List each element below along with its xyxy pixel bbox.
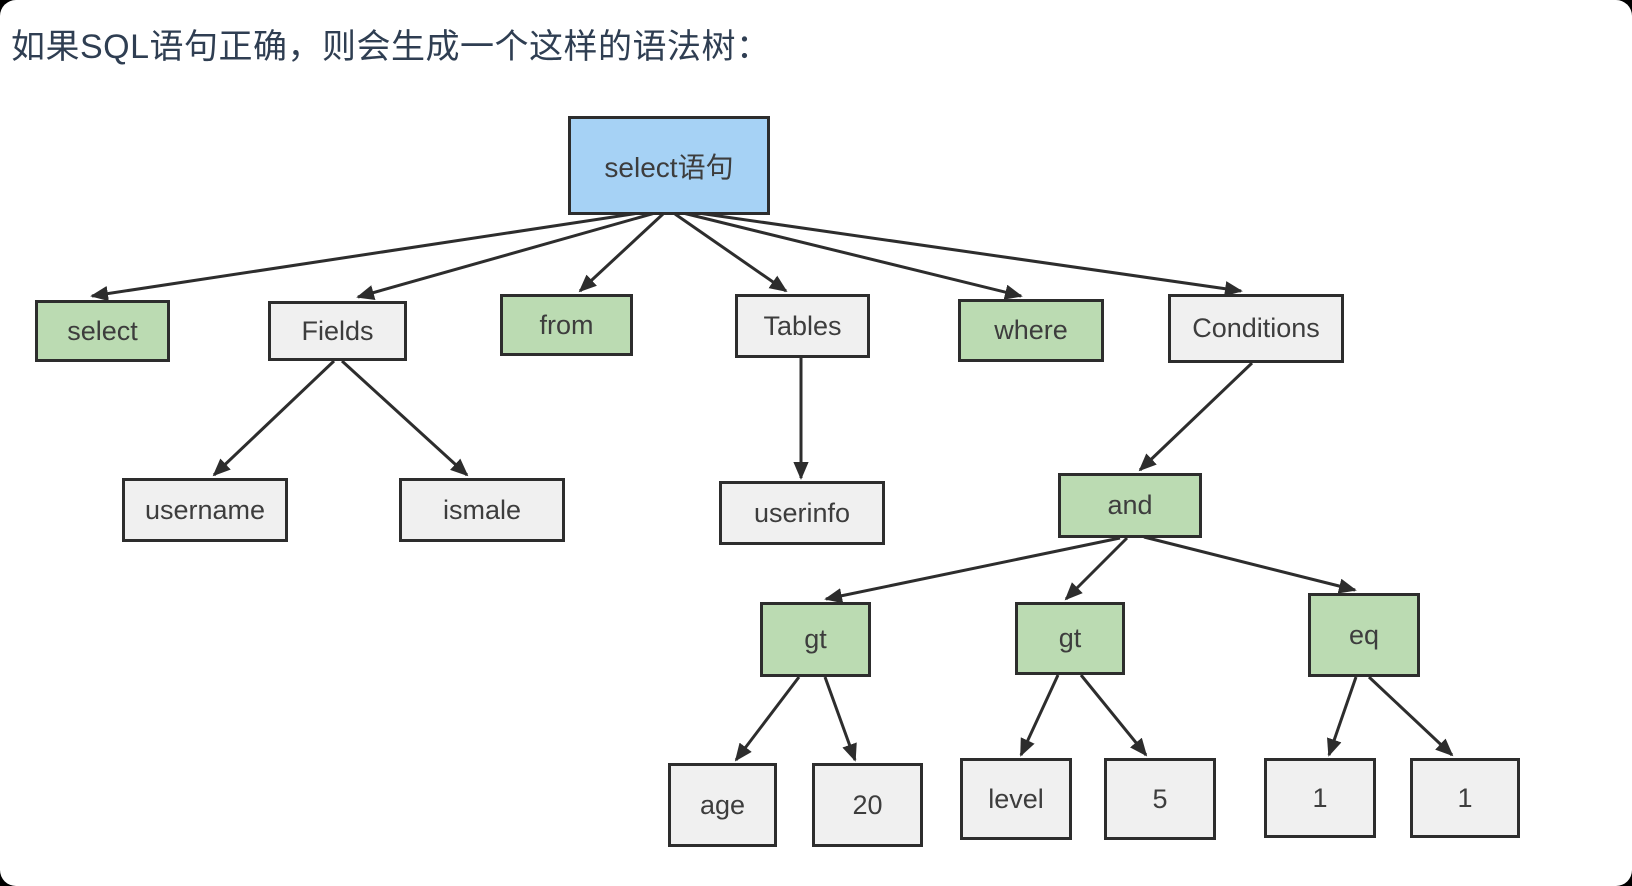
edge-gt2-5 (1079, 674, 1148, 757)
edge-eq-1-right (1367, 675, 1454, 757)
node-userinfo: userinfo (719, 481, 885, 545)
node-where: where (958, 299, 1104, 362)
edge-gt1-20 (823, 676, 857, 762)
node-and: and (1058, 473, 1202, 538)
node-1-right: 1 (1410, 758, 1520, 838)
edge-and-gt2 (1064, 536, 1129, 601)
node-1-left: 1 (1264, 758, 1376, 838)
edge-root-tables (674, 212, 788, 293)
node-from: from (500, 294, 633, 356)
node-conditions: Conditions (1168, 294, 1344, 363)
node-20: 20 (812, 763, 923, 847)
page-title: 如果SQL语句正确，则会生成一个这样的语法树： (11, 28, 771, 66)
edge-fields-ismale (340, 359, 469, 477)
edge-conditions-and (1138, 361, 1254, 472)
node-select: select (35, 300, 170, 362)
edge-root-from (578, 212, 665, 293)
edge-root-conditions (690, 210, 1243, 297)
node-fields: Fields (268, 301, 407, 361)
node-tables: Tables (735, 294, 870, 358)
node-username: username (122, 478, 288, 542)
node-ismale: ismale (399, 478, 565, 542)
edge-eq-1-left (1327, 676, 1358, 757)
edge-and-gt1 (824, 536, 1121, 604)
node-5: 5 (1104, 758, 1216, 840)
edge-gt2-level (1019, 674, 1060, 757)
edge-fields-username (212, 359, 336, 477)
edge-gt1-age (734, 676, 801, 762)
edge-root-where (682, 211, 1023, 300)
node-age: age (668, 763, 777, 847)
node-select-statement: select语句 (568, 116, 770, 215)
edge-root-select (90, 210, 647, 302)
edge-and-eq (1143, 535, 1357, 594)
edge-root-fields (356, 211, 656, 300)
node-level: level (960, 758, 1072, 840)
node-gt-first: gt (760, 602, 871, 677)
node-eq: eq (1308, 593, 1420, 677)
node-gt-second: gt (1015, 602, 1125, 675)
